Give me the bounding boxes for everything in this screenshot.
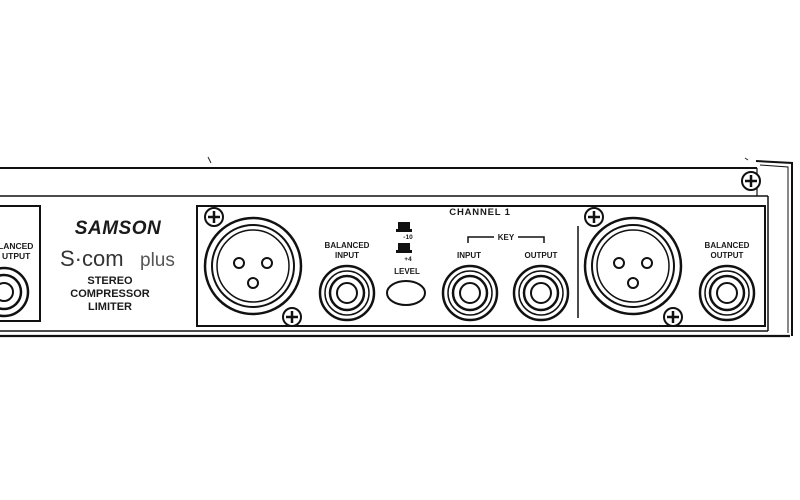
key-label: KEY: [498, 233, 515, 242]
level-minus10-indicator: [396, 222, 412, 232]
screw-chassis-top-right: [741, 171, 761, 191]
key-input-jack[interactable]: [441, 264, 499, 322]
level-minus10-label: -10: [403, 234, 413, 241]
fragment-label-1: LANCED: [0, 241, 33, 251]
level-label: LEVEL: [394, 267, 420, 276]
model-suffix: plus: [140, 250, 175, 271]
stray-mark: [744, 157, 749, 161]
balanced-output-jack[interactable]: [698, 264, 756, 322]
fragment-label-2: UTPUT: [2, 251, 31, 261]
key-output-label: OUTPUT: [525, 251, 558, 260]
key-input-label: INPUT: [457, 251, 481, 260]
desc-line-1: STEREO: [87, 275, 133, 287]
screw-bottom-right: [663, 307, 683, 327]
chassis-outline: [0, 160, 793, 338]
screw-bottom-left: [282, 307, 302, 327]
channel-1-title: CHANNEL 1: [449, 207, 510, 218]
level-switch[interactable]: -10 +4 LEVEL: [386, 222, 426, 306]
xlr-output-connector[interactable]: [583, 216, 683, 316]
balanced-output-label-2: OUTPUT: [711, 251, 744, 260]
key-bracket: KEY: [467, 233, 545, 243]
level-plus4-label: +4: [404, 256, 412, 263]
level-plus4-indicator: [396, 243, 412, 253]
balanced-input-jack[interactable]: [318, 264, 376, 322]
xlr-input-connector[interactable]: [203, 216, 303, 316]
channel-1-section: CHANNEL 1 BALANCED INPUT: [196, 205, 766, 327]
model-prefix: S·com: [60, 246, 124, 271]
level-switch-button[interactable]: [386, 280, 426, 306]
samson-logo: SAMSON: [75, 218, 162, 239]
screw-top-right: [584, 207, 604, 227]
desc-line-3: LIMITER: [88, 301, 132, 313]
channel-2-fragment: LANCED UTPUT: [0, 205, 41, 322]
stray-mark: [207, 156, 212, 164]
key-output-jack[interactable]: [512, 264, 570, 322]
desc-line-2: COMPRESSOR: [70, 288, 150, 300]
fragment-jack: [0, 266, 30, 318]
brand-block: SAMSON S·com plus STEREO COMPRESSOR LIMI…: [60, 218, 175, 313]
balanced-output-label-1: BALANCED: [705, 241, 750, 250]
balanced-input-label-2: INPUT: [335, 251, 359, 260]
screw-top-left: [204, 207, 224, 227]
balanced-input-label-1: BALANCED: [325, 241, 370, 250]
